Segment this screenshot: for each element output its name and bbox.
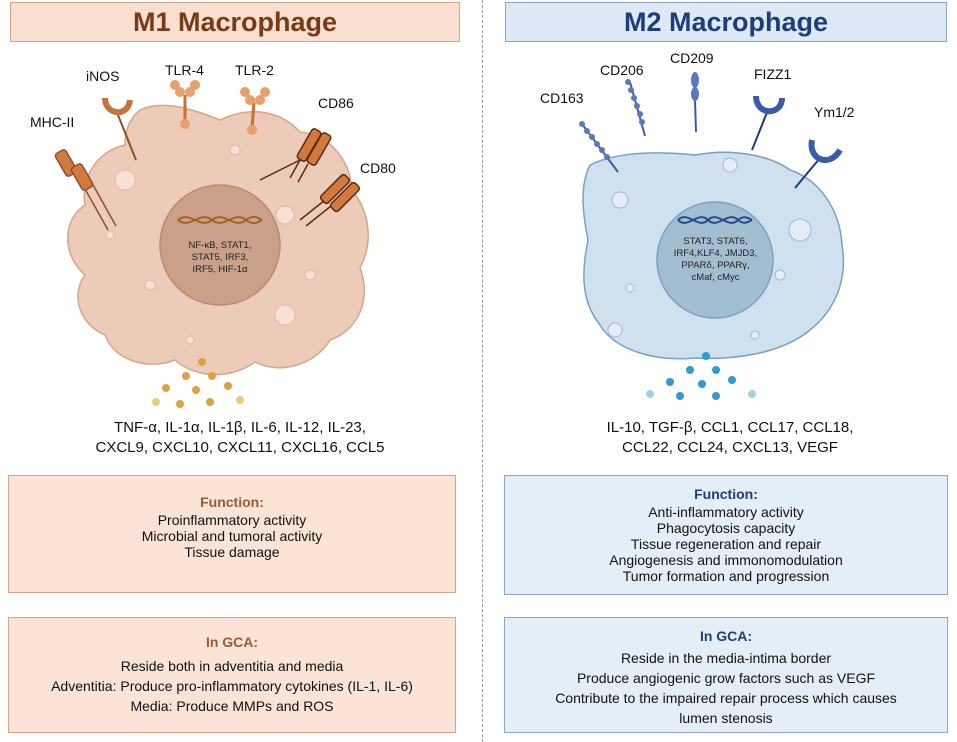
m1-cd80-receptor bbox=[299, 173, 361, 227]
m1-function-item: Tissue damage bbox=[184, 544, 280, 560]
m1-tlr-4-receptor bbox=[170, 80, 200, 129]
m2-function-item: Angiogenesis and immonomodulation bbox=[609, 552, 843, 568]
m1-mhc-ii-receptor bbox=[54, 149, 117, 231]
m1-gca-item: Media: Produce MMPs and ROS bbox=[130, 698, 334, 714]
m1-label-inos: iNOS bbox=[86, 68, 120, 84]
m2-cd206-receptor bbox=[625, 79, 646, 137]
m1-title: M1 Macrophage bbox=[10, 2, 460, 42]
m1-function-item: Microbial and tumoral activity bbox=[141, 528, 323, 544]
m2-secreted-cytokines bbox=[646, 352, 756, 400]
m2-function-item: Tissue regeneration and repair bbox=[630, 536, 822, 552]
m1-label-cd86: CD86 bbox=[318, 95, 354, 111]
m1-nucleus bbox=[159, 184, 281, 306]
m2-fizz1-receptor bbox=[751, 95, 785, 151]
m2-cytokine-list: IL-10, TGF-β, CCL1, CCL17, CCL18, CCL22,… bbox=[606, 419, 854, 456]
m1-dna-icon bbox=[177, 215, 263, 225]
m1-label-tlr-2: TLR-2 bbox=[235, 62, 274, 78]
m2-nucleus bbox=[656, 201, 774, 319]
m1-gca-box: In GCA: Reside both in adventitia and me… bbox=[8, 617, 456, 733]
m2-title: M2 Macrophage bbox=[505, 2, 947, 42]
m2-gca-heading: In GCA: bbox=[699, 628, 753, 644]
m2-function-item: Phagocytosis capacity bbox=[656, 520, 796, 536]
m2-nucleus-factors: STAT3, STAT6, IRF4,KLF4, JMJD3, PPARδ, P… bbox=[673, 236, 758, 283]
m1-cell-illustration bbox=[54, 80, 369, 408]
m1-gca-heading: In GCA: bbox=[205, 634, 259, 650]
m1-cd86-receptor bbox=[259, 128, 332, 183]
m2-cell-illustration bbox=[579, 72, 845, 400]
m1-cytokine-list: TNF-α, IL-1α, IL-1β, IL-6, IL-12, IL-23,… bbox=[95, 419, 385, 456]
m2-dna-icon bbox=[677, 216, 753, 224]
m2-label-cd163: CD163 bbox=[540, 90, 584, 106]
m2-ym1-2-receptor bbox=[794, 139, 843, 189]
m1-label-tlr-4: TLR-4 bbox=[165, 62, 204, 78]
m2-function-heading: Function: bbox=[694, 486, 758, 502]
m2-function-box: Function: Anti-inflammatory activity Pha… bbox=[504, 475, 948, 595]
m1-nucleus-factors: NF-κB, STAT1, STAT5, IRF3, IRF5, HIF-1α bbox=[188, 240, 252, 275]
m1-secreted-cytokines bbox=[152, 358, 244, 408]
m2-function-item: Anti-inflammatory activity bbox=[648, 504, 804, 520]
m2-gca-box: In GCA: Reside in the media-intima borde… bbox=[504, 617, 948, 733]
m2-gca-item: Reside in the media-intima border bbox=[620, 650, 832, 666]
m1-function-item: Proinflammatory activity bbox=[157, 512, 307, 528]
m2-gca-item: lumen stenosis bbox=[679, 710, 773, 726]
m2-label-cd209: CD209 bbox=[670, 50, 714, 66]
m1-gca-item: Adventitia: Produce pro-inflammatory cyt… bbox=[51, 678, 413, 694]
m2-cd209-receptor bbox=[691, 72, 699, 133]
m1-tlr-2-receptor bbox=[240, 87, 270, 135]
m2-gca-item: Produce angiogenic grow factors such as … bbox=[576, 670, 876, 686]
m1-function-heading: Function: bbox=[200, 494, 264, 510]
m2-cd163-receptor bbox=[579, 121, 619, 173]
m2-gca-item: Contribute to the impaired repair proces… bbox=[555, 690, 897, 706]
m1-gca-item: Reside both in adventitia and media bbox=[120, 658, 344, 674]
panel-divider bbox=[482, 0, 483, 742]
m2-label-fizz1: FIZZ1 bbox=[754, 66, 792, 82]
m1-label-mhc-ii: MHC-II bbox=[30, 114, 75, 130]
m1-label-cd80: CD80 bbox=[360, 160, 396, 176]
m2-label-cd206: CD206 bbox=[600, 62, 644, 78]
m1-function-box: Function: Proinflammatory activity Micro… bbox=[8, 475, 456, 593]
m2-function-item: Tumor formation and progression bbox=[622, 568, 830, 584]
m2-label-ym1-2: Ym1/2 bbox=[814, 104, 855, 120]
m1-inos-receptor bbox=[102, 97, 137, 161]
